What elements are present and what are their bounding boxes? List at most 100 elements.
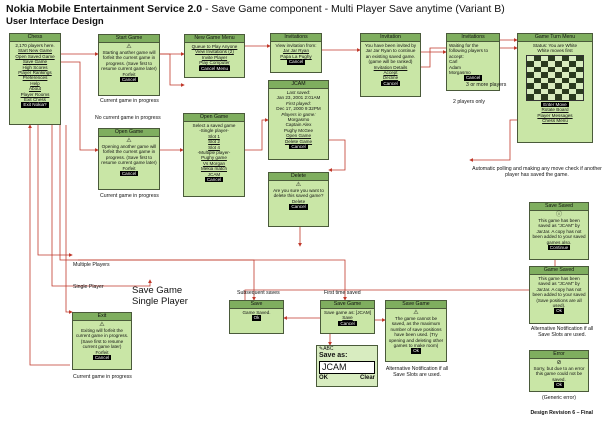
menu-item-player-rooms[interactable]: Player Rooms	[20, 91, 50, 97]
cancel-button[interactable]: Cancel	[119, 171, 139, 177]
board-square[interactable]	[541, 77, 548, 84]
invitation-item[interactable]: Papa La Pughy	[280, 53, 312, 59]
invitation-details-link[interactable]: Invitation Details	[373, 64, 408, 70]
board-square[interactable]	[576, 61, 583, 67]
board-square[interactable]	[548, 72, 555, 78]
menu-item-start-new-game[interactable]: Start New Game	[18, 48, 52, 54]
board-square[interactable]	[555, 72, 562, 78]
cancel-button[interactable]: Cancel	[338, 320, 357, 327]
forfeit-button[interactable]: Forfeit	[122, 165, 136, 171]
accept-button[interactable]: Accept	[383, 70, 398, 76]
ok-softkey[interactable]: OK	[319, 375, 328, 381]
board-square[interactable]	[534, 77, 541, 84]
board-square[interactable]	[541, 55, 548, 62]
board-square[interactable]	[562, 55, 569, 62]
board-square[interactable]	[548, 83, 555, 89]
cancel-button[interactable]: Cancel	[92, 355, 112, 361]
menu-item-player-rankings[interactable]: Player Rankings	[18, 70, 52, 76]
board-square[interactable]	[527, 72, 534, 78]
board-square[interactable]	[541, 72, 548, 78]
board-square[interactable]	[527, 66, 534, 73]
invitation-item[interactable]: Jar Jar Ryan	[282, 48, 310, 54]
board-square[interactable]	[576, 94, 583, 100]
board-square[interactable]	[576, 55, 583, 62]
slot-item[interactable]: Slot 2	[208, 139, 220, 145]
board-square[interactable]	[527, 94, 534, 100]
slot-item[interactable]: JCAM	[207, 171, 221, 177]
board-square[interactable]	[548, 77, 555, 84]
board-square[interactable]	[576, 77, 583, 84]
board-square[interactable]	[562, 88, 569, 95]
board-square[interactable]	[548, 94, 555, 100]
board-square[interactable]	[562, 61, 569, 67]
board-square[interactable]	[541, 83, 548, 89]
board-square[interactable]	[541, 94, 548, 100]
forfeit-button[interactable]: Forfeit	[95, 349, 109, 355]
board-square[interactable]	[527, 61, 534, 67]
cancel-button[interactable]: Cancel	[119, 77, 139, 83]
board-square[interactable]	[534, 72, 541, 78]
decline-button[interactable]: Decline	[382, 75, 399, 81]
board-square[interactable]	[555, 94, 562, 100]
menu-item-open-saved-game[interactable]: Open Saved Game	[15, 53, 55, 59]
cancel-button[interactable]: Cancel	[286, 59, 306, 65]
delete-button[interactable]: Delete	[291, 198, 306, 204]
menu-item-save-game[interactable]: Save Game	[22, 59, 48, 65]
board-square[interactable]	[534, 55, 541, 62]
clear-softkey[interactable]: Clear	[359, 375, 375, 381]
board-square[interactable]	[548, 61, 555, 67]
board-square[interactable]	[541, 88, 548, 95]
cancel-button[interactable]: Cancel	[289, 204, 308, 210]
board-square[interactable]	[527, 88, 534, 95]
board-square[interactable]	[576, 72, 583, 78]
rotate-board-button[interactable]: Rotate Board	[541, 107, 569, 113]
menu-item-exit-chess[interactable]: Exit Chess	[24, 97, 46, 103]
menu-item-high-scores[interactable]: High Scores	[22, 64, 48, 70]
ok-button[interactable]: Ok	[554, 382, 564, 388]
board-square[interactable]	[555, 77, 562, 84]
menu-item-exit-nokia[interactable]: Exit Nokia?	[21, 102, 49, 108]
board-square[interactable]	[576, 88, 583, 95]
board-square[interactable]	[527, 83, 534, 89]
slot-item[interactable]: Vs Morgan	[202, 160, 226, 166]
chess-menu-button[interactable]: Chess Menu	[542, 118, 568, 124]
board-square[interactable]	[576, 83, 583, 89]
board-square[interactable]	[534, 61, 541, 67]
board-square[interactable]	[562, 66, 569, 73]
board-square[interactable]	[569, 72, 576, 78]
menu-item-play-computer[interactable]: Play Computer	[199, 60, 230, 66]
board-square[interactable]	[555, 88, 562, 95]
board-square[interactable]	[555, 61, 562, 67]
board-square[interactable]	[534, 94, 541, 100]
slot-item[interactable]: Mekia match	[200, 166, 228, 172]
menu-item-help[interactable]: Help	[30, 80, 40, 86]
slot-item[interactable]: Slot 4	[208, 144, 220, 150]
enter-move-button[interactable]: Enter Move	[541, 101, 569, 108]
ok-button[interactable]: Ok	[411, 348, 421, 354]
board-square[interactable]	[548, 66, 555, 73]
board-square[interactable]	[555, 66, 562, 73]
board-square[interactable]	[527, 77, 534, 84]
board-square[interactable]	[569, 83, 576, 89]
board-square[interactable]	[534, 83, 541, 89]
board-square[interactable]	[569, 77, 576, 84]
menu-item-queue[interactable]: Queue to Play Anyone	[191, 44, 238, 49]
save-name-input[interactable]: JCAM	[319, 361, 375, 374]
board-square[interactable]	[569, 55, 576, 62]
cancel-button[interactable]: Cancel	[204, 177, 224, 183]
forfeit-button[interactable]: Forfeit	[122, 71, 136, 77]
board-square[interactable]	[569, 66, 576, 73]
board-square[interactable]	[555, 55, 562, 62]
player-messages-button[interactable]: Player Messages	[537, 112, 573, 118]
cancel-button[interactable]: Cancel	[381, 80, 400, 87]
cancel-menu-button[interactable]: Cancel Menu	[198, 65, 231, 72]
ok-button[interactable]: Ok	[554, 308, 564, 314]
board-square[interactable]	[562, 72, 569, 78]
board-square[interactable]	[562, 94, 569, 100]
menu-item-about[interactable]: About	[28, 86, 41, 92]
cancel-button[interactable]: Cancel	[463, 75, 483, 81]
board-square[interactable]	[569, 61, 576, 67]
board-square[interactable]	[548, 88, 555, 95]
board-square[interactable]	[527, 55, 534, 62]
board-square[interactable]	[534, 88, 541, 95]
